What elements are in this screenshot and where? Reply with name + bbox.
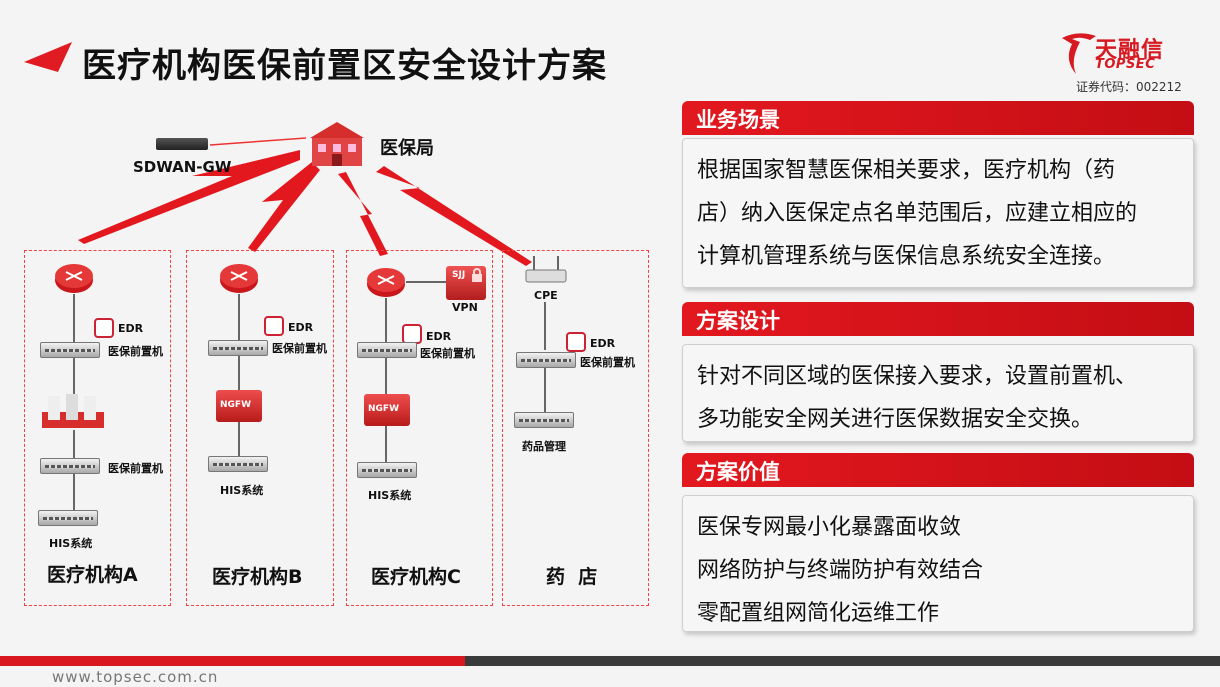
- edr-icon: [94, 318, 114, 338]
- zone-d: [502, 250, 649, 606]
- sjj-label: SJJ: [452, 270, 466, 280]
- zone-a-label: 医疗机构A: [47, 564, 138, 586]
- drug-label: 药品管理: [522, 440, 566, 453]
- vpn-label: VPN: [452, 301, 478, 314]
- design-line: 多功能安全网关进行医保数据安全交换。: [697, 407, 1094, 432]
- topsec-mark-icon: [1062, 33, 1096, 74]
- his-server: [38, 510, 98, 526]
- link-to-zone-c: [338, 172, 388, 256]
- value-line: 网络防护与终端防护有效结合: [697, 558, 984, 583]
- front-server: [40, 342, 100, 358]
- gateway-link: [209, 137, 307, 146]
- edr-label: EDR: [118, 322, 144, 335]
- front-server-label: 医保前置机: [580, 356, 635, 369]
- design-line: 针对不同区域的医保接入要求，设置前置机、: [697, 364, 1138, 389]
- link-to-zone-d: [376, 166, 532, 266]
- value-heading: 方案价值: [682, 453, 1194, 487]
- front-server-label: 医保前置机: [420, 347, 475, 360]
- gateway-label: SDWAN-GW: [133, 158, 232, 176]
- footer-bar-dark: [465, 656, 1220, 666]
- sdwan-gateway-device: [156, 138, 208, 150]
- cpe-router-icon: [525, 256, 567, 283]
- design-body: 针对不同区域的医保接入要求，设置前置机、 多功能安全网关进行医保数据安全交换。: [682, 344, 1194, 442]
- scenario-line: 店）纳入医保定点名单范围后，应建立相应的: [697, 201, 1138, 226]
- edr-icon: [402, 324, 422, 344]
- design-heading: 方案设计: [682, 302, 1194, 336]
- center-label: 医保局: [380, 138, 434, 159]
- his-label: HIS系统: [368, 489, 412, 502]
- ngfw-label: NGFW: [368, 404, 399, 414]
- link-to-zone-a: [78, 150, 300, 244]
- edr-icon: [566, 332, 586, 352]
- router-icon: [55, 264, 93, 293]
- front-server: [208, 340, 268, 356]
- stock-code: 证券代码：002212: [1076, 80, 1182, 94]
- ngfw-device: NGFW: [216, 390, 262, 422]
- value-body: 医保专网最小化暴露面收敛 网络防护与终端防护有效结合 零配置组网简化运维工作: [682, 495, 1194, 632]
- link-to-zone-b: [248, 162, 320, 252]
- building-icon: [310, 122, 364, 166]
- logo-text-en: TOPSEC: [1095, 57, 1156, 72]
- scenario-body: 根据国家智慧医保相关要求，医疗机构（药 店）纳入医保定点名单范围后，应建立相应的…: [682, 138, 1194, 288]
- zone-c: [346, 250, 493, 606]
- front-server-label-2: 医保前置机: [108, 462, 163, 475]
- scenario-line: 根据国家智慧医保相关要求，医疗机构（药: [697, 158, 1116, 183]
- front-server: [357, 342, 417, 358]
- drug-server: [514, 412, 574, 428]
- his-server: [357, 462, 417, 478]
- router-icon: [220, 264, 258, 293]
- footer-bar-red: [0, 656, 465, 666]
- edr-label: EDR: [426, 330, 452, 343]
- edr-label: EDR: [590, 337, 616, 350]
- logo-text-cn: 天融信: [1095, 38, 1165, 63]
- footer-url[interactable]: www.topsec.com.cn: [52, 668, 219, 686]
- vpn-device: SJJ: [446, 266, 486, 300]
- edr-label: EDR: [288, 321, 314, 334]
- ngfw-label: NGFW: [220, 400, 251, 410]
- value-line: 零配置组网简化运维工作: [697, 601, 940, 626]
- front-server-label: 医保前置机: [108, 345, 163, 358]
- his-label: HIS系统: [220, 484, 264, 497]
- zone-b-label: 医疗机构B: [212, 566, 303, 588]
- topsec-logo: 天融信 TOPSEC 证券代码：002212: [1058, 30, 1198, 94]
- router-icon: [367, 268, 405, 297]
- his-label: HIS系统: [49, 537, 93, 550]
- zone-d-label: 药 店: [546, 566, 598, 588]
- his-server: [208, 456, 268, 472]
- title-arrow-icon: [24, 42, 72, 72]
- ngfw-device: NGFW: [364, 394, 410, 426]
- front-server-label: 医保前置机: [272, 342, 327, 355]
- zone-b: [186, 250, 334, 606]
- page-title: 医疗机构医保前置区安全设计方案: [82, 46, 607, 86]
- cpe-label: CPE: [534, 289, 558, 302]
- zone-a: [24, 250, 171, 606]
- lock-icon: [472, 268, 482, 282]
- firewall-icon: [42, 394, 104, 428]
- scenario-line: 计算机管理系统与医保信息系统安全连接。: [697, 244, 1116, 269]
- scenario-heading: 业务场景: [682, 101, 1194, 135]
- front-server: [516, 352, 576, 368]
- front-server: [40, 458, 100, 474]
- zone-c-label: 医疗机构C: [371, 566, 461, 588]
- edr-icon: [264, 316, 284, 336]
- value-line: 医保专网最小化暴露面收敛: [697, 515, 962, 540]
